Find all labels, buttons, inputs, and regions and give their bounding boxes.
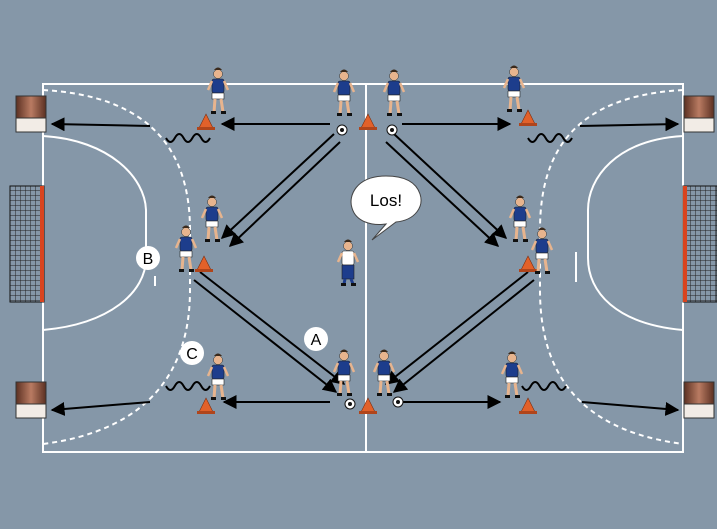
gym-mat-icon xyxy=(683,381,715,419)
ball-icon xyxy=(344,398,356,410)
right-goal-area xyxy=(587,135,684,331)
cone-icon xyxy=(519,109,537,126)
pass-arrow xyxy=(193,279,338,393)
gym-mat-icon xyxy=(683,95,715,133)
dribble-path xyxy=(527,133,573,143)
cone-icon xyxy=(519,397,537,414)
handball-goal-icon xyxy=(9,185,45,303)
cone-icon xyxy=(359,113,377,130)
marker-c: C xyxy=(180,341,204,365)
marker-b-label: B xyxy=(143,251,154,268)
player-icon xyxy=(206,67,230,114)
left-goal-area xyxy=(42,135,147,331)
player-icon xyxy=(372,349,396,396)
ball-icon xyxy=(386,124,398,136)
player-icon xyxy=(500,351,524,398)
right-free-throw-line xyxy=(539,89,684,445)
dribble-path xyxy=(165,381,211,391)
gym-mat-icon xyxy=(15,381,47,419)
pass-arrow xyxy=(392,279,535,393)
cone-icon xyxy=(519,255,537,272)
player-icon xyxy=(200,195,224,242)
cones xyxy=(195,109,537,414)
speech-text: Los! xyxy=(370,191,402,210)
player-icon xyxy=(502,65,526,112)
ball-icon xyxy=(392,396,404,408)
court-boundary xyxy=(42,83,684,453)
mats xyxy=(15,95,715,419)
player-icon xyxy=(332,349,356,396)
player-icon xyxy=(332,69,356,116)
ball-icon xyxy=(336,124,348,136)
cone-icon xyxy=(197,113,215,130)
player-icon xyxy=(508,195,532,242)
cone-icon xyxy=(195,255,213,272)
pass-arrow xyxy=(50,117,151,132)
gym-mat-icon xyxy=(15,95,47,133)
pass-arrow xyxy=(199,271,346,385)
pass-arrow xyxy=(393,133,508,239)
dribble-path xyxy=(521,381,567,391)
pass-arrow xyxy=(385,141,500,247)
arrows xyxy=(50,117,680,416)
handball-goal-icon xyxy=(682,185,717,303)
left-free-throw-line xyxy=(42,89,191,445)
player-icon xyxy=(530,227,554,274)
marker-a-label: A xyxy=(311,332,322,349)
pass-arrow xyxy=(384,271,529,385)
dribble-path xyxy=(165,133,211,143)
player-icon xyxy=(206,353,230,400)
coach-icon xyxy=(336,239,360,286)
cone-icon xyxy=(197,397,215,414)
player-icon xyxy=(174,225,198,272)
player-icon xyxy=(382,69,406,116)
players xyxy=(174,65,554,410)
marker-b: B xyxy=(136,246,160,270)
cone-icon xyxy=(359,397,377,414)
pass-arrow xyxy=(220,133,335,239)
pass-arrow xyxy=(50,401,151,416)
pass-arrow xyxy=(228,141,341,247)
speech-bubble: Los! xyxy=(350,175,422,241)
marker-a: A xyxy=(304,327,328,351)
court-lines xyxy=(42,83,684,453)
pass-arrow xyxy=(579,117,680,132)
pass-arrow xyxy=(581,401,680,416)
marker-c-label: C xyxy=(186,346,198,363)
